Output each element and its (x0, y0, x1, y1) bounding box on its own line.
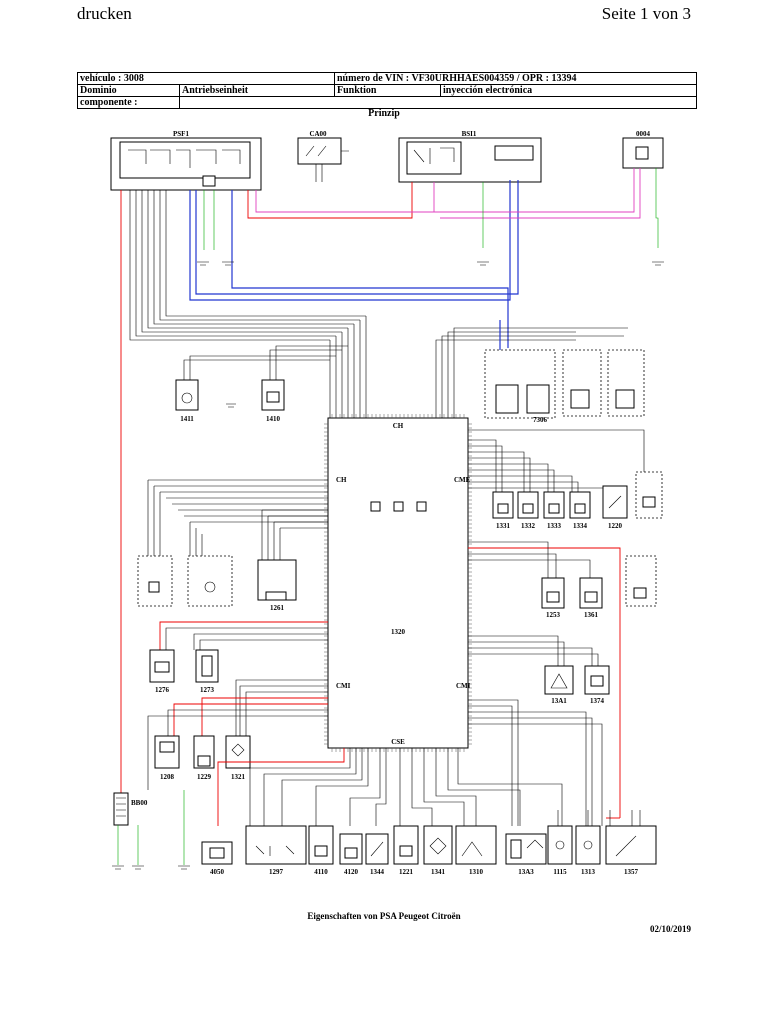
psf1-module: PSF1 (110, 130, 262, 191)
component-1333: 1333 (543, 491, 565, 530)
component-1411: 1411 (175, 379, 199, 423)
ca00-module: CA00 (297, 130, 349, 165)
label-4120: 4120 (344, 868, 359, 876)
info-row-vehicle: vehículo : 3008 número de VIN : VF30URHH… (77, 72, 697, 85)
psf1-label: PSF1 (173, 130, 189, 138)
component-4120: 4120 (339, 833, 363, 876)
label-1341: 1341 (431, 868, 446, 876)
ecu-cmi-right-label: CMI (456, 682, 471, 690)
bsi1-module: BSI1 (398, 130, 542, 183)
info-row-component: componente : (77, 96, 697, 109)
label-1331: 1331 (496, 522, 511, 530)
component-4110: 4110 (308, 825, 334, 876)
component-1344: 1344 (365, 833, 389, 876)
component-1410: 1410 (261, 379, 285, 423)
footer-copyright: Eigenschaften von PSA Peugeot Citroën (307, 911, 461, 921)
label-1332: 1332 (521, 522, 536, 530)
component-value (179, 96, 697, 109)
component-1341: 1341 (423, 825, 453, 876)
ecu-cse-label: CSE (391, 738, 405, 746)
component-1357: 1357 (605, 825, 657, 876)
label-1220: 1220 (608, 522, 623, 530)
label-1410: 1410 (266, 415, 281, 423)
component-1310: 1310 (455, 825, 497, 876)
component-13a3: 13A3 (505, 833, 547, 876)
label-1297: 1297 (269, 868, 284, 876)
component-1221: 1221 (393, 825, 419, 876)
label-1276: 1276 (155, 686, 170, 694)
component-1332: 1332 (517, 491, 539, 530)
label-4110: 4110 (314, 868, 328, 876)
ecu-ch-left-label: CH (336, 476, 347, 484)
label-1253: 1253 (546, 611, 561, 619)
component-1220: 1220 (602, 485, 628, 530)
component-1261: 1261 (257, 559, 297, 612)
bsi1-label: BSI1 (462, 130, 477, 138)
ecu-cme-label: CME (454, 476, 471, 484)
ecu-label: 1320 (391, 628, 406, 636)
component-13a1: 13A1 (544, 665, 574, 705)
print-header-left: drucken (77, 4, 132, 23)
dashed-group-b (607, 349, 645, 417)
diagram-title: Prinzip (368, 108, 400, 119)
label-13a1: 13A1 (551, 697, 567, 705)
label-1229: 1229 (197, 773, 212, 781)
component-4050: 4050 (201, 841, 233, 876)
component-1374: 1374 (584, 665, 610, 705)
component-1276: 1276 (149, 649, 175, 694)
label-1261: 1261 (270, 604, 285, 612)
battery-bb00: BB00 (113, 792, 148, 826)
label-1115: 1115 (553, 868, 567, 876)
label-1321: 1321 (231, 773, 246, 781)
component-1273: 1273 (195, 649, 219, 694)
component-label: componente : (77, 96, 180, 109)
module-0004: 0004 (622, 130, 664, 169)
component-1331: 1331 (492, 491, 514, 530)
dashed-group-15 (137, 555, 173, 607)
component-1297: 1297 (245, 825, 307, 876)
ecu-ch-label: CH (393, 422, 404, 430)
label-1334: 1334 (573, 522, 588, 530)
label-1221: 1221 (399, 868, 414, 876)
ca00-label: CA00 (309, 130, 327, 138)
component-1334: 1334 (569, 491, 591, 530)
label-1361: 1361 (584, 611, 599, 619)
label-1411: 1411 (180, 415, 194, 423)
label-4050: 4050 (210, 868, 225, 876)
label-bb00: BB00 (131, 799, 148, 807)
dashed-group-right (635, 471, 663, 519)
component-1115: 1115 (547, 825, 573, 876)
footer-date: 02/10/2019 (649, 924, 691, 934)
component-1313: 1313 (575, 825, 601, 876)
label-1344: 1344 (370, 868, 385, 876)
label-1374: 1374 (590, 697, 605, 705)
label-1310: 1310 (469, 868, 484, 876)
label-1208: 1208 (160, 773, 175, 781)
page-counter: Seite 1 von 3 (601, 4, 691, 23)
ecu-cmi-label: CMI (336, 682, 351, 690)
component-1321: 1321 (225, 735, 251, 781)
component-1361: 1361 (579, 577, 603, 619)
label-1333: 1333 (547, 522, 562, 530)
label-1357: 1357 (624, 868, 639, 876)
component-1229: 1229 (193, 735, 215, 781)
component-1208: 1208 (154, 735, 180, 781)
ecu-1320: CH CH CME CMI CMI CSE 1320 (327, 417, 471, 749)
label-7306: 7306 (533, 416, 548, 424)
label-1273: 1273 (200, 686, 215, 694)
label-13a3: 13A3 (518, 868, 534, 876)
component-1253: 1253 (541, 577, 565, 619)
component-7306: 7306 (484, 349, 556, 424)
module-0004-label: 0004 (636, 130, 651, 138)
info-table: vehículo : 3008 número de VIN : VF30URHH… (77, 72, 697, 109)
dashed-group-r0 (187, 555, 233, 607)
ground-symbols (197, 261, 664, 408)
label-1313: 1313 (581, 868, 596, 876)
